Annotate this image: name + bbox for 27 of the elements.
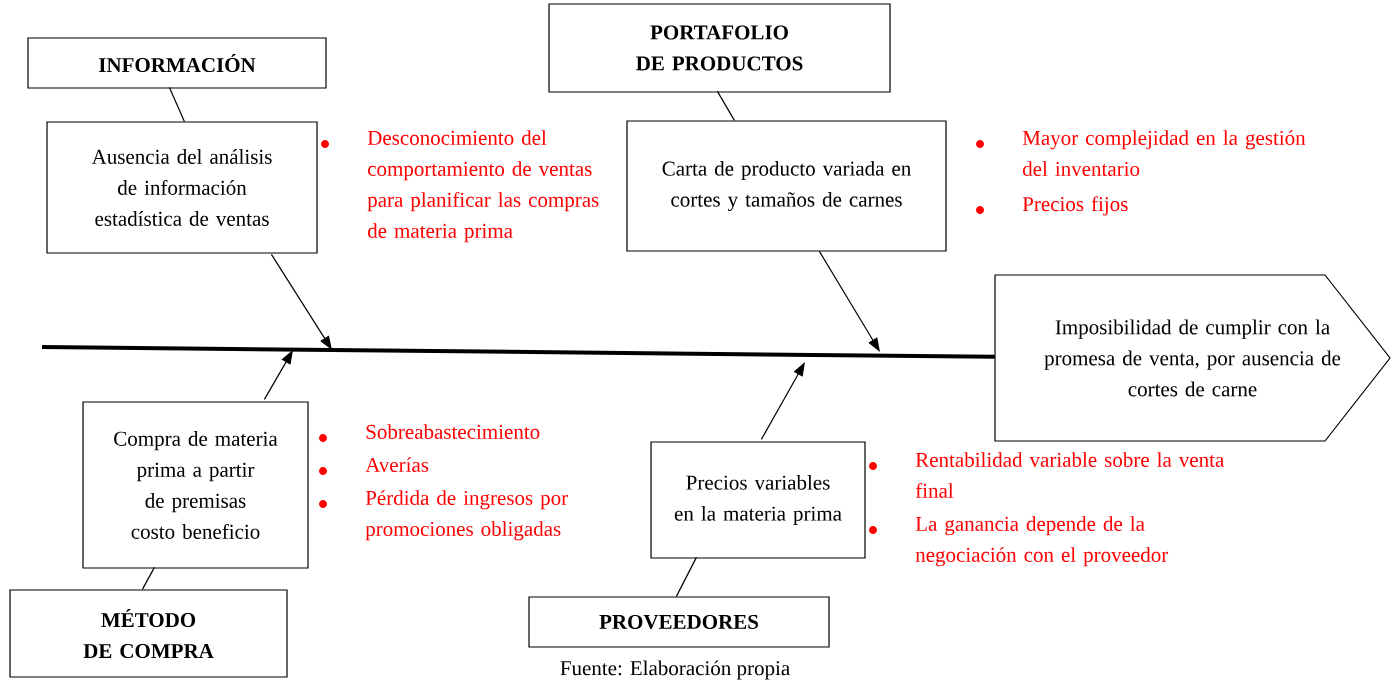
cause-box: Carta de producto variada en cortes y tamaños de carnes — [626, 120, 947, 252]
effect-note: Averías — [365, 457, 429, 472]
arrow — [263, 350, 293, 400]
arrow — [818, 250, 880, 352]
arrow — [270, 253, 332, 350]
effect-note: Precios fijos — [1022, 196, 1128, 216]
category-box: PROVEEDORES — [528, 596, 830, 648]
effect-note: Rentabilidad variable sobre la venta final — [915, 452, 1224, 498]
cause-box: Compra de materia prima a partir de premisas costo beneficio — [82, 401, 309, 569]
caption: Fuente: Elaboración propia — [560, 660, 790, 680]
category-box: PORTAFOLIO DE PRODUCTOS — [548, 3, 891, 93]
cause-box: Ausencia del análisis de información estadística de ventas — [46, 121, 318, 254]
effect-note: Desconocimiento del comportamiento de ventas para planificar las compras de materia prima — [367, 130, 599, 243]
arrow — [760, 362, 805, 440]
effect-note: Mayor complejidad en la gestión del inventario — [1022, 130, 1306, 176]
category-box: INFORMACIÓN — [27, 37, 327, 89]
effect-pentagon: Imposibilidad de cumplir con la promesa de venta, por ausencia de cortes de carne — [994, 274, 1391, 442]
connector-line — [141, 566, 155, 590]
spine-line — [42, 345, 995, 359]
connector-line — [675, 556, 697, 597]
connector-line — [716, 90, 735, 121]
category-box: MÉTODO DE COMPRA — [9, 589, 288, 678]
effect-note: La ganancia depende de la negociación con el proveedor — [915, 516, 1169, 567]
cause-box: Precios variables en la materia prima — [650, 441, 866, 559]
effect-note: Pérdida de ingresos por promociones obligadas — [365, 490, 568, 541]
effect-note: Sobreabastecimiento — [366, 424, 540, 439]
connector-line — [168, 86, 185, 122]
